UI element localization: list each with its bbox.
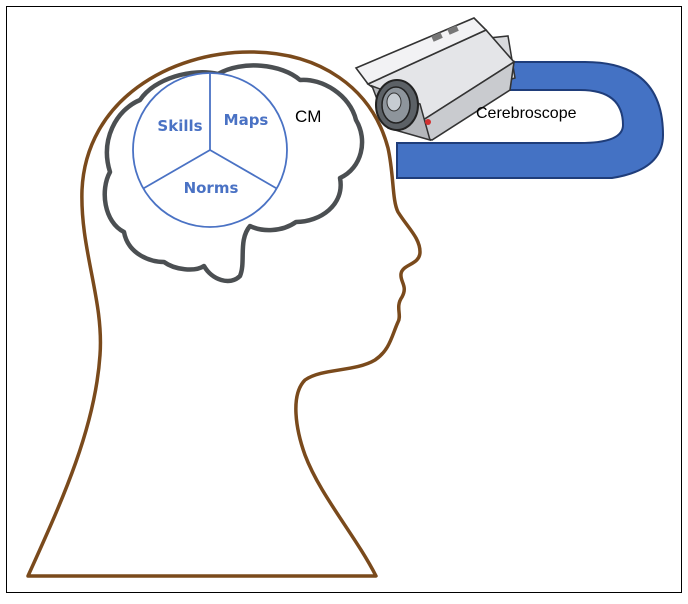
segment-label-maps: Maps	[224, 111, 269, 129]
cm-label: CM	[295, 107, 321, 126]
diagram-frame	[7, 7, 682, 593]
cerebroscope-label: Cerebroscope	[476, 105, 577, 122]
segment-label-norms: Norms	[184, 179, 239, 197]
cm-pie-circle	[133, 73, 287, 227]
segment-label-skills: Skills	[157, 117, 202, 135]
